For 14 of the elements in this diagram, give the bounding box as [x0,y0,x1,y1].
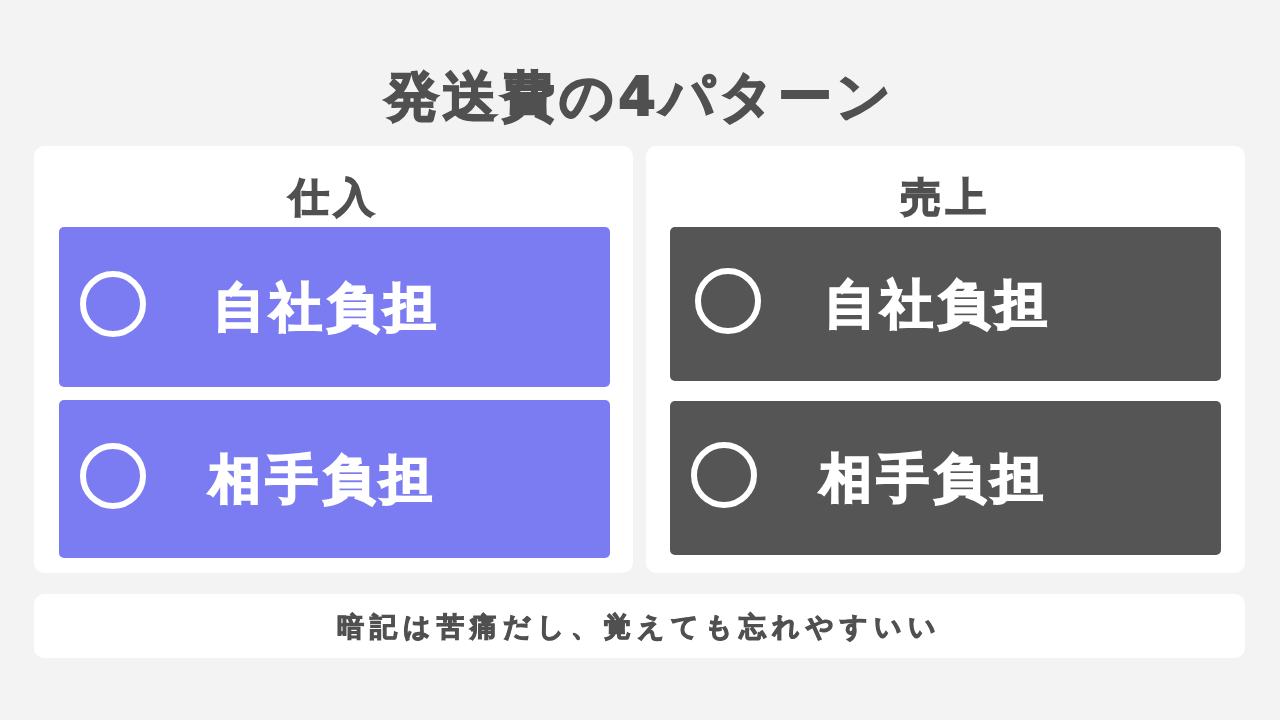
note-text: 暗記は苦痛だし、覚えても忘れやすいい [337,612,942,640]
box-label: 自社負担 [213,281,441,333]
option-box [59,400,610,558]
panel-heading: 売上 [900,177,991,217]
panel [34,146,633,573]
box-label: 相手負担 [209,453,437,505]
option-box [59,227,610,387]
option-box [670,227,1221,381]
box-label: 相手負担 [820,452,1048,504]
option-box [670,401,1221,555]
panel-heading: 仕入 [288,177,379,217]
title: 発送費の4パターン [385,70,895,124]
panel [646,146,1245,573]
box-label: 自社負担 [824,278,1052,330]
